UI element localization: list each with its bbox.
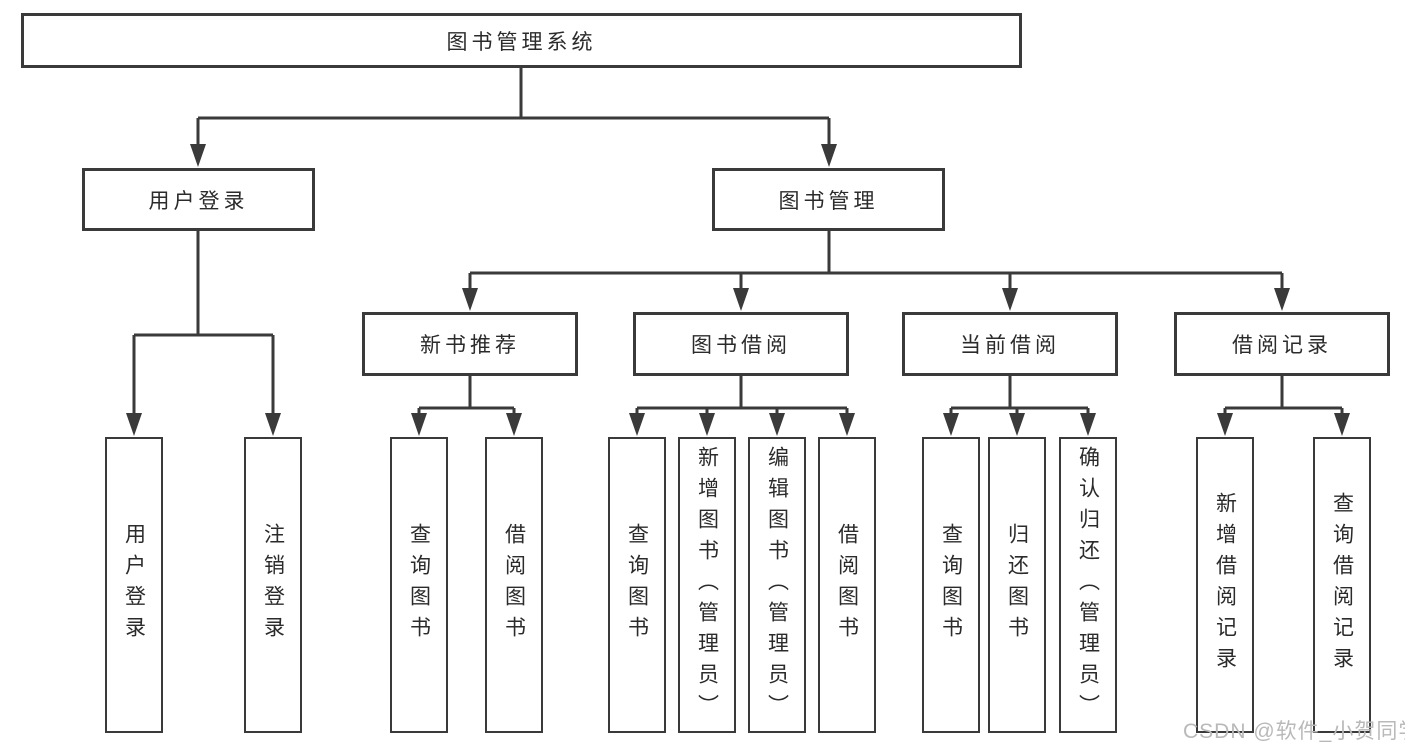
arrowhead	[769, 413, 785, 436]
node-current-borrow: 当前借阅	[902, 312, 1118, 376]
node-user-login: 用户登录	[82, 168, 315, 231]
node-label: 借阅图书	[835, 523, 859, 647]
node-book-management: 图书管理	[712, 168, 945, 231]
node-label: 查询图书	[939, 523, 963, 647]
leaf-user-login: 用户登录	[105, 437, 163, 733]
node-borrow-record: 借阅记录	[1174, 312, 1390, 376]
node-label: 查询借阅记录	[1330, 492, 1354, 678]
leaf-borrow-query-book: 查询图书	[608, 437, 666, 733]
node-label: 用户登录	[122, 523, 146, 647]
node-label: 借阅记录	[1232, 334, 1332, 357]
leaf-current-query-book: 查询图书	[922, 437, 980, 733]
node-label: 查询图书	[407, 523, 431, 647]
leaf-current-confirm-return-admin: 确认归还（管理员）	[1059, 437, 1117, 733]
arrowhead	[190, 144, 206, 167]
node-label: 图书管理系统	[446, 30, 597, 54]
node-label: 图书借阅	[691, 334, 791, 357]
node-label: 确认归还（管理员）	[1076, 445, 1100, 725]
node-label: 新增借阅记录	[1213, 492, 1237, 678]
arrowhead	[699, 413, 715, 436]
node-label: 新书推荐	[420, 334, 520, 357]
leaf-borrow-edit-book-admin: 编辑图书（管理员）	[748, 437, 806, 733]
leaf-borrow-borrow-book: 借阅图书	[818, 437, 876, 733]
node-label: 新增图书（管理员）	[695, 445, 719, 725]
arrowhead	[506, 413, 522, 436]
arrowhead	[1009, 413, 1025, 436]
leaf-borrow-add-book-admin: 新增图书（管理员）	[678, 437, 736, 733]
arrowhead	[821, 144, 837, 167]
node-root: 图书管理系统	[21, 13, 1022, 68]
leaf-record-query-record: 查询借阅记录	[1313, 437, 1371, 733]
node-label: 图书管理	[778, 189, 879, 213]
arrowhead	[265, 413, 281, 436]
node-label: 用户登录	[148, 189, 249, 213]
arrowhead	[462, 288, 478, 311]
node-book-borrow: 图书借阅	[633, 312, 849, 376]
node-label: 编辑图书（管理员）	[765, 445, 789, 725]
leaf-record-add-record: 新增借阅记录	[1196, 437, 1254, 733]
arrowhead	[1334, 413, 1350, 436]
arrowhead	[733, 288, 749, 311]
arrowhead	[411, 413, 427, 436]
node-label: 当前借阅	[960, 334, 1060, 357]
arrowhead	[1274, 288, 1290, 311]
leaf-current-return-book: 归还图书	[988, 437, 1046, 733]
arrowhead	[126, 413, 142, 436]
leaf-logout: 注销登录	[244, 437, 302, 733]
node-label: 查询图书	[625, 523, 649, 647]
arrowhead	[839, 413, 855, 436]
arrowhead	[1080, 413, 1096, 436]
node-label: 注销登录	[261, 523, 285, 647]
leaf-newrec-borrow-book: 借阅图书	[485, 437, 543, 733]
node-label: 归还图书	[1005, 523, 1029, 647]
arrowhead	[1002, 288, 1018, 311]
arrowhead	[1217, 413, 1233, 436]
leaf-newrec-query-book: 查询图书	[390, 437, 448, 733]
arrowhead	[629, 413, 645, 436]
node-new-book-recommend: 新书推荐	[362, 312, 578, 376]
node-label: 借阅图书	[502, 523, 526, 647]
arrowhead	[943, 413, 959, 436]
csdn-watermark: CSDN @软件_小贺同学	[1183, 720, 1405, 743]
